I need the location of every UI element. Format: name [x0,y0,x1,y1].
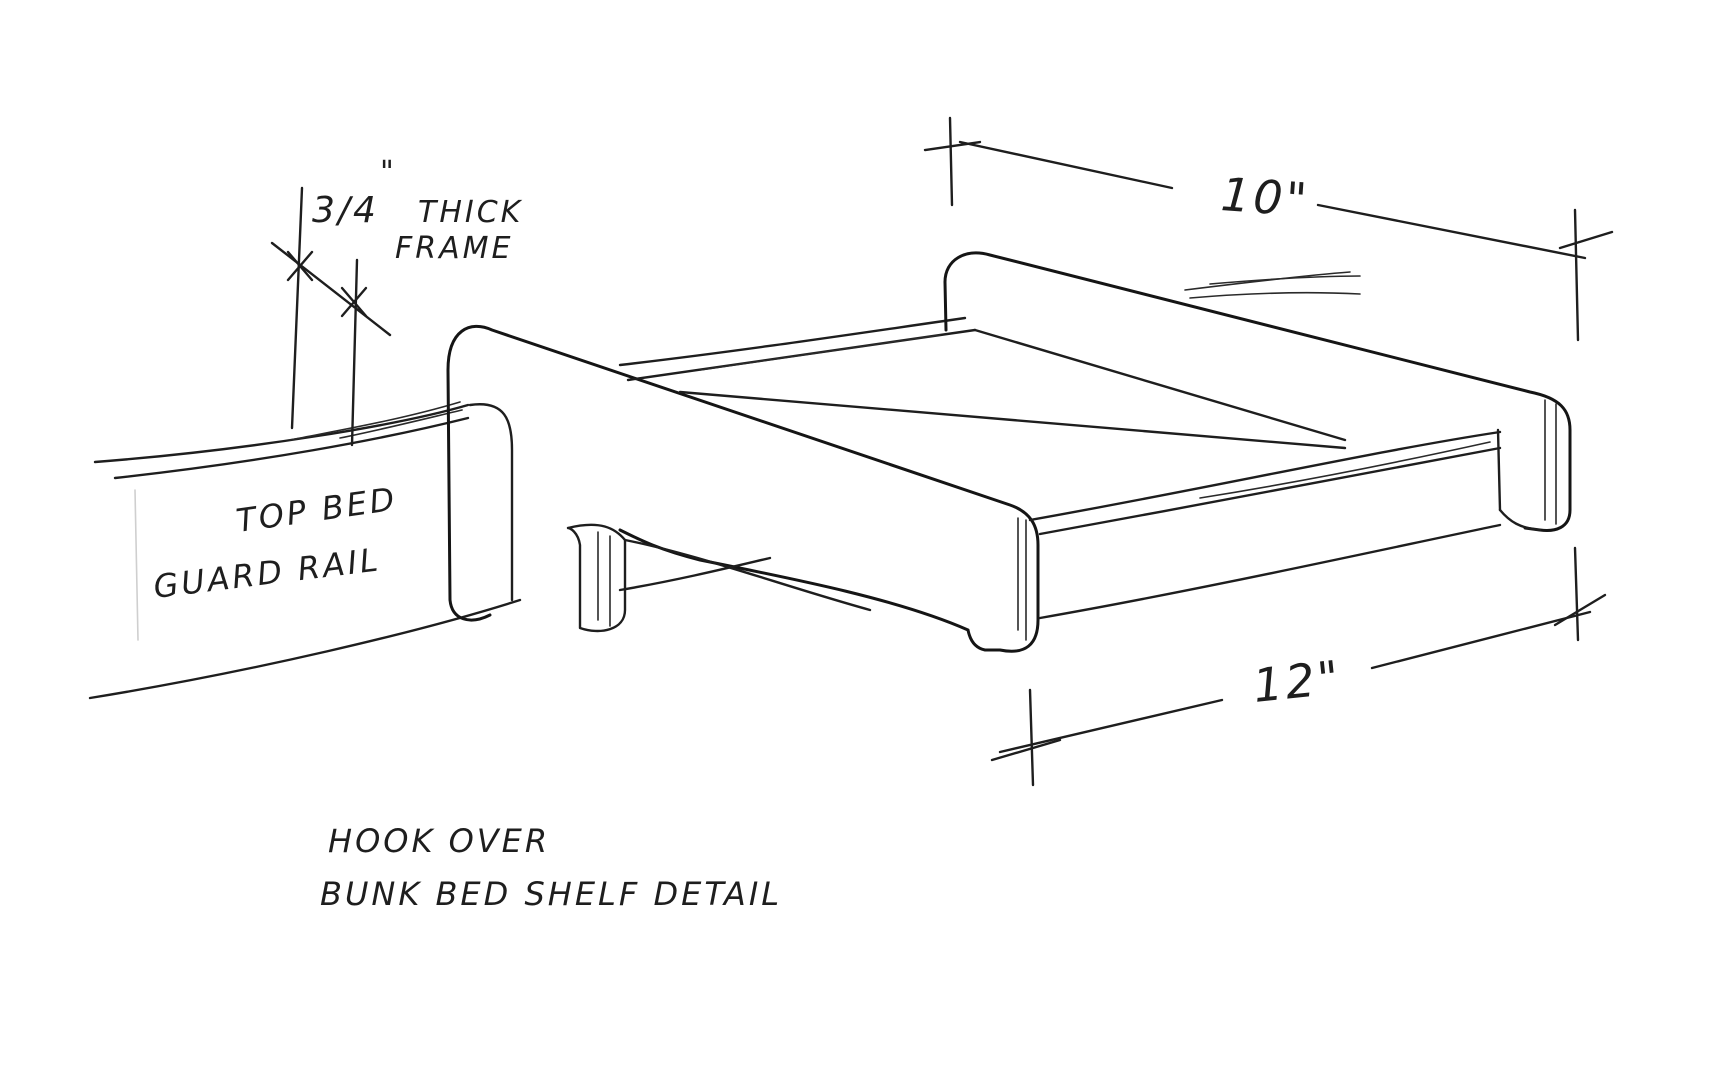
depth-dimension-label: 10" [1219,167,1311,227]
depth-dimension [923,116,1614,342]
right-side-panel [943,251,1572,532]
thickness-label-line1: THICK [418,195,523,230]
thickness-inch-mark: " [380,155,397,190]
guard-rail [88,401,522,700]
width-dimension [990,546,1607,787]
thickness-dimension [270,186,392,447]
caption-line2: BUNK BED SHELF DETAIL [320,875,782,913]
shelf-platform [618,316,1502,620]
rail-label-line2: GUARD RAIL [151,540,382,606]
width-dimension-label: 12" [1251,650,1345,713]
thickness-value-label: 3/4 [312,190,379,231]
left-side-panel [446,324,1040,653]
thickness-label-line2: FRAME [395,231,513,266]
caption-line1: HOOK OVER [328,822,550,860]
rail-label-line1: TOP BED [234,480,400,540]
